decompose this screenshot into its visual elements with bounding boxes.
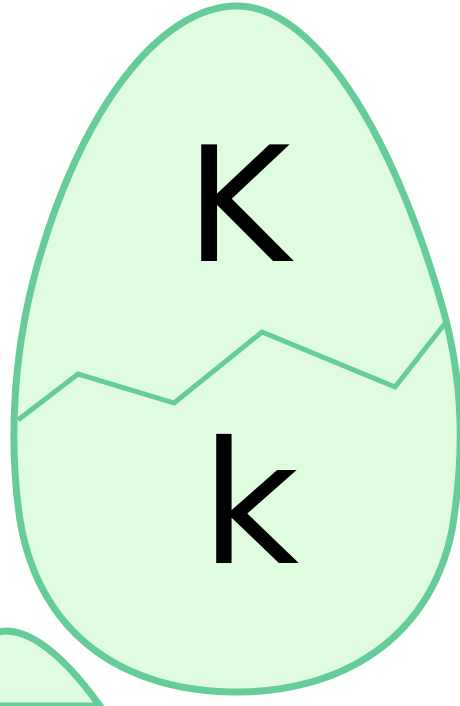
uppercase-letter: K	[185, 112, 291, 299]
egg-crack-line	[16, 319, 449, 422]
lowercase-letter: k	[200, 406, 300, 604]
